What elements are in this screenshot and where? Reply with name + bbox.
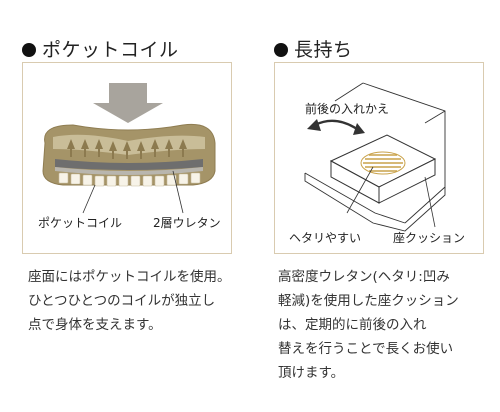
pocket-coil-panel: ポケットコイル 2層ウレタン (22, 62, 232, 254)
bullet-icon (22, 43, 36, 57)
desc-line: 頂けます。 (278, 365, 345, 381)
bullet-icon (274, 43, 288, 57)
sofa-frame (304, 82, 446, 232)
desc-line: 軽減)を使用した座クッション (278, 293, 459, 309)
desc-line: 点で身体を支えます。 (28, 317, 162, 333)
wear-label: ヘタリやすい (289, 231, 362, 245)
durability-panel: 前後の入れかえ ヘタリやすい 座クッション (274, 62, 484, 254)
coil-pockets (58, 172, 201, 187)
urethane-label: 2層ウレタン (153, 216, 221, 230)
pocket-coil-label: ポケットコイル (38, 216, 123, 230)
durability-description: 高密度ウレタン(ヘタリ:凹み 軽減)を使用した座クッション は、定期的に前後の入… (278, 265, 493, 385)
desc-line: ひとつひとつのコイルが独立し (28, 293, 216, 309)
pocket-coil-description: 座面にはポケットコイルを使用。 ひとつひとつのコイルが独立し 点で身体を支えます… (28, 265, 243, 337)
pocket-coil-heading: ポケットコイル (22, 35, 179, 62)
desc-line: は、定期的に前後の入れ (278, 317, 427, 333)
desc-line: 高密度ウレタン(ヘタリ:凹み (278, 269, 450, 285)
durability-heading: 長持ち (274, 35, 353, 62)
rotate-arrow-icon (314, 119, 358, 131)
desc-line: 替えを行うことで長くお使い (278, 341, 454, 357)
swap-label: 前後の入れかえ (305, 102, 390, 116)
pocket-coil-illustration (42, 83, 216, 214)
cushion-illustration (304, 82, 446, 232)
desc-line: 座面にはポケットコイルを使用。 (28, 269, 231, 285)
cushion-label: 座クッション (393, 231, 466, 245)
pressure-arrow-icon (93, 83, 163, 123)
cushion-stripe-icon (360, 151, 406, 175)
support-arrow-icon (67, 139, 187, 159)
